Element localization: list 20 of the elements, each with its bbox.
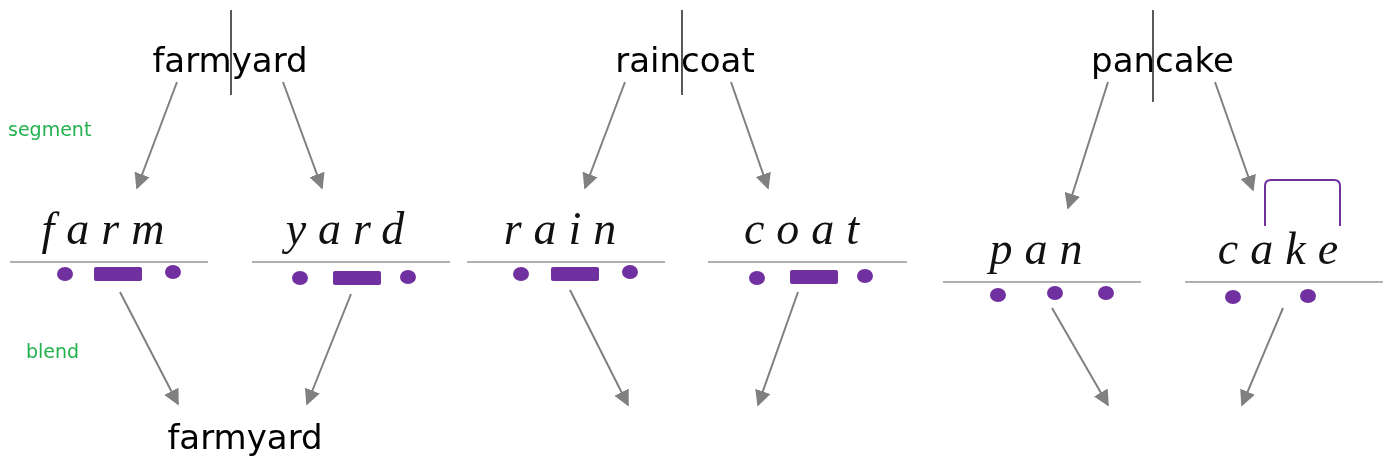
arrow — [304, 293, 352, 406]
arrow — [569, 289, 629, 407]
arrow — [119, 291, 179, 406]
handwritten-word: pan — [989, 226, 1095, 272]
arrow — [582, 81, 626, 190]
step-label: blend — [26, 340, 80, 362]
step-label: segment — [8, 118, 92, 140]
arrow — [1240, 307, 1284, 407]
arrow — [134, 81, 178, 190]
handwritten-word: rain — [503, 206, 629, 252]
arrow — [1051, 307, 1109, 407]
arrow — [1214, 81, 1256, 192]
handwritten-word: farm — [41, 206, 177, 252]
handwritten-word: cake — [1217, 226, 1351, 272]
arrow — [1064, 81, 1109, 210]
arrow — [282, 81, 325, 190]
handwritten-word: coat — [743, 206, 872, 252]
arrow — [730, 81, 771, 190]
arrow — [755, 291, 799, 407]
word: farmyard — [167, 420, 323, 454]
